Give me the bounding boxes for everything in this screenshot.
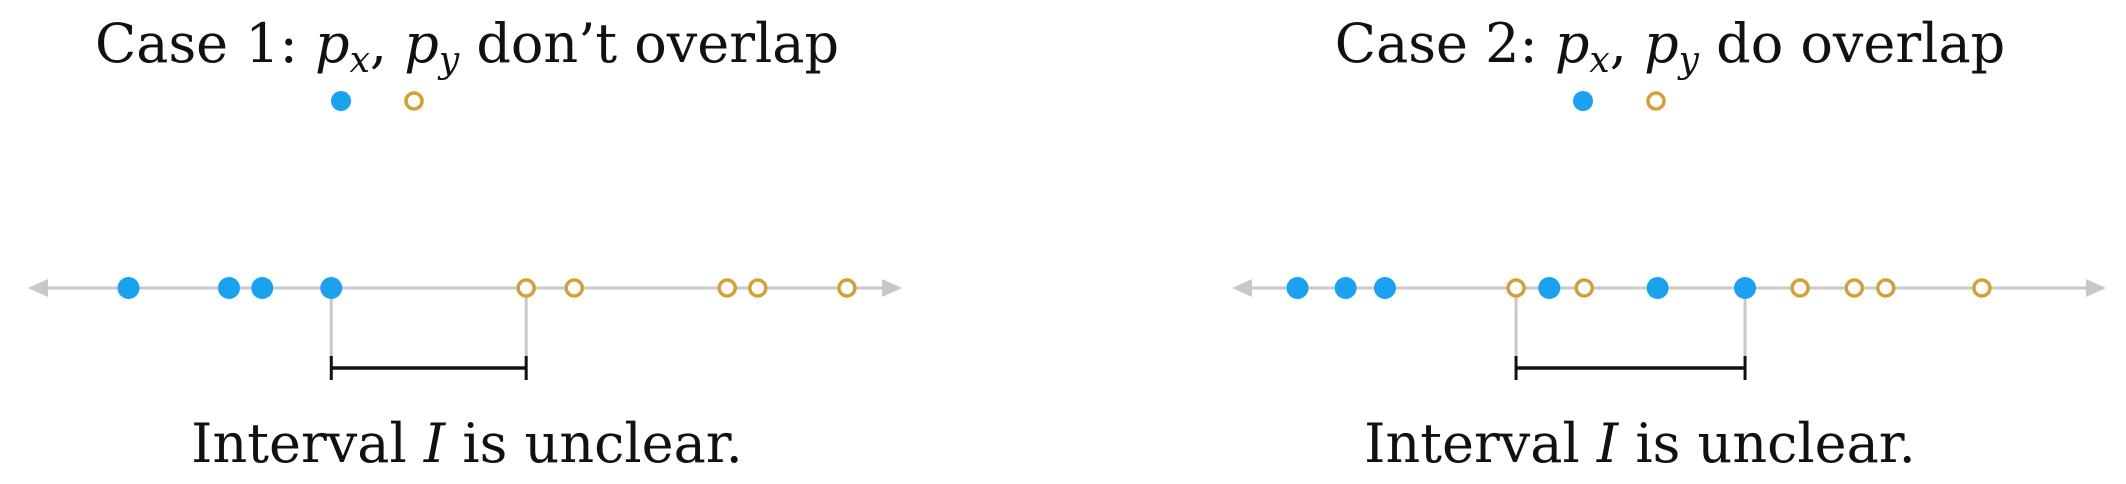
case-1-py-point-4 (748, 278, 768, 298)
case-2-py-point-1 (1506, 278, 1526, 298)
case-2-caption-var: I (1596, 412, 1620, 475)
case-1-px-point-4 (320, 277, 343, 299)
case-2-px-point-6 (1734, 277, 1757, 299)
case-1-number-line (28, 277, 902, 380)
case-2-px-sub: x (1589, 40, 1609, 81)
case-1-px-point-2 (218, 277, 241, 299)
case-2-axis-left-arrow (1232, 279, 1252, 297)
case-2-py-sub: y (1677, 40, 1700, 81)
case-2-legend-py-marker (1646, 91, 1666, 111)
case-1-py-sub: y (437, 40, 460, 81)
case-1-px-point-3 (251, 277, 274, 299)
case-1-py-point-3 (717, 278, 737, 298)
case-1-title-tail: don’t overlap (459, 12, 839, 75)
case-1-legend-py-marker (404, 91, 424, 111)
case-2-px-point-3 (1373, 277, 1396, 299)
case-2-caption-tail: is unclear. (1618, 412, 1916, 475)
case-2-axis-right-arrow (2086, 279, 2106, 297)
case-1-title: Case 1: px, py don’t overlap (95, 12, 839, 81)
case-2-px-point-5 (1646, 277, 1669, 299)
case-2-title: Case 2: px, py do overlap (1335, 12, 2005, 81)
case-2-caption-lead: Interval (1364, 412, 1597, 475)
case-2-title-tail: do overlap (1699, 12, 2005, 75)
case-2-py-point-6 (1972, 278, 1992, 298)
case-1-caption-lead: Interval (191, 412, 424, 475)
case-1-py-point-2 (564, 278, 584, 298)
case-1-caption-tail: is unclear. (445, 412, 743, 475)
case-2-py-point-3 (1790, 278, 1810, 298)
case-1-py-point-5 (837, 278, 857, 298)
case-1-caption-var: I (423, 412, 447, 475)
case-1-py: p (404, 12, 439, 75)
case-1-px-point-1 (117, 277, 140, 299)
case-2-number-line (1232, 277, 2106, 380)
case-1-px-sub: x (350, 40, 370, 81)
case-2-px-point-1 (1286, 277, 1309, 299)
panel-case-2: Case 2: px, py do overlap Interval I is … (1232, 12, 2106, 475)
case-1-axis-right-arrow (882, 279, 902, 297)
case-2-title-lead: Case 2: (1335, 12, 1555, 75)
case-2-px-point-4 (1538, 277, 1561, 299)
case-1-legend-px-marker (331, 91, 351, 111)
case-2-py-point-4 (1844, 278, 1865, 298)
case-2-py: p (1644, 12, 1679, 75)
panel-case-1: Case 1: px, py don’t overlap Interval I … (28, 12, 902, 475)
case-1-caption: Interval I is unclear. (191, 412, 743, 475)
case-2-px: p (1555, 12, 1590, 75)
case-2-px-point-2 (1334, 277, 1357, 299)
case-1-px: p (315, 12, 350, 75)
case-1-axis-left-arrow (28, 279, 48, 297)
case-2-py-point-2 (1574, 278, 1594, 298)
case-1-py-point-1 (516, 278, 536, 298)
case-2-legend-px-marker (1573, 91, 1593, 111)
case-1-title-lead: Case 1: (95, 12, 315, 75)
case-2-py-point-5 (1876, 278, 1896, 298)
case-2-caption: Interval I is unclear. (1364, 412, 1916, 475)
case-2-title-comma: , (1610, 12, 1644, 75)
case-1-title-comma: , (370, 12, 404, 75)
